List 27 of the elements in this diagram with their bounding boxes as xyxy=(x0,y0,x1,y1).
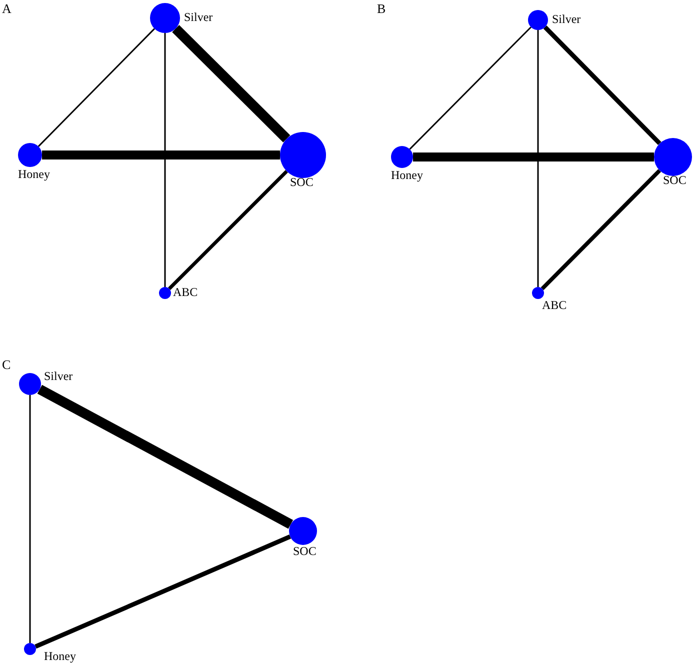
node-label: SOC xyxy=(293,545,316,558)
node-label: Silver xyxy=(552,13,581,26)
node-label: ABC xyxy=(542,299,567,312)
node-label: Honey xyxy=(18,168,50,181)
node-label: SOC xyxy=(290,176,314,189)
panel-letter: A xyxy=(2,2,12,16)
network-edge xyxy=(164,33,166,287)
network-edge xyxy=(537,30,539,287)
network-edge xyxy=(42,150,280,160)
network-edge xyxy=(38,28,155,147)
panel-letter: C xyxy=(2,358,11,372)
node-label: Honey xyxy=(44,650,76,663)
network-edge xyxy=(37,384,294,529)
network-edge xyxy=(413,152,654,162)
network-edge xyxy=(34,534,292,649)
node-label: ABC xyxy=(173,286,198,299)
network-edge xyxy=(168,170,288,290)
network-edge xyxy=(409,26,532,150)
network-edge xyxy=(29,395,31,643)
node-label: Silver xyxy=(184,11,213,24)
panel-letter: B xyxy=(377,2,386,16)
network-edge xyxy=(543,26,662,146)
network-edge xyxy=(172,25,290,142)
node-label: Honey xyxy=(391,169,423,182)
network-edge xyxy=(540,169,662,290)
node-label: SOC xyxy=(663,174,686,187)
node-label: Silver xyxy=(44,370,73,383)
